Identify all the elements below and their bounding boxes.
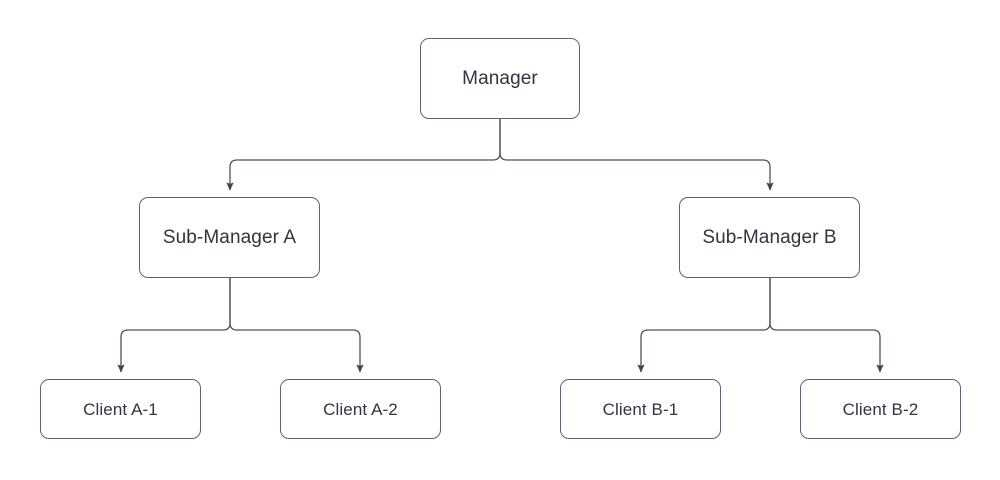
edge-sub-manager-b-to-client-b2 <box>769 278 884 373</box>
node-sub-manager-b-label: Sub-Manager B <box>702 227 837 248</box>
node-manager-label: Manager <box>462 68 538 89</box>
node-client-b2-label: Client B-2 <box>842 399 919 419</box>
edge-manager-to-sub-manager-b <box>499 119 774 191</box>
node-client-b1[interactable]: Client B-1 <box>560 379 721 439</box>
node-client-a2[interactable]: Client A-2 <box>280 379 441 439</box>
node-client-a1[interactable]: Client A-1 <box>40 379 201 439</box>
edge-sub-manager-b-to-client-b1 <box>637 278 771 373</box>
node-sub-manager-a[interactable]: Sub-Manager A <box>139 197 320 278</box>
edge-manager-to-sub-manager-a <box>226 119 501 191</box>
node-client-b1-label: Client B-1 <box>602 399 679 419</box>
node-sub-manager-b[interactable]: Sub-Manager B <box>679 197 860 278</box>
edge-sub-manager-a-to-client-a1 <box>117 278 231 373</box>
node-sub-manager-a-label: Sub-Manager A <box>162 227 297 248</box>
node-client-a1-label: Client A-1 <box>83 399 158 419</box>
node-client-a2-label: Client A-2 <box>323 399 398 419</box>
node-client-b2[interactable]: Client B-2 <box>800 379 961 439</box>
node-manager[interactable]: Manager <box>420 38 580 119</box>
edge-sub-manager-a-to-client-a2 <box>229 278 364 373</box>
